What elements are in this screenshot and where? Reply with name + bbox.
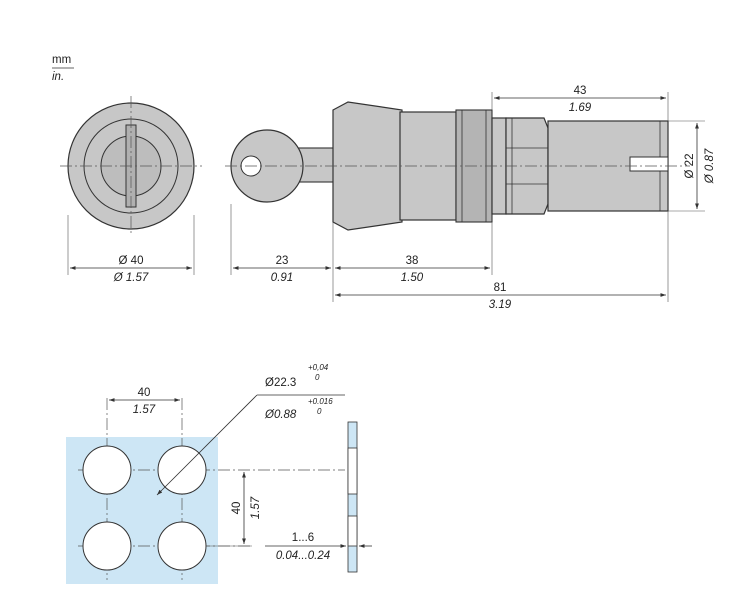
unit-in-label: in. xyxy=(52,71,64,83)
rear-notch xyxy=(629,156,669,172)
front-diameter-mm: Ø 40 xyxy=(119,255,144,267)
hole-diameter-in: Ø0.88 xyxy=(264,409,297,421)
hole-tol-mm-upper: +0,04 xyxy=(308,363,329,372)
key-length-mm: 23 xyxy=(276,255,289,267)
total-length-in: 3.19 xyxy=(489,299,512,311)
unit-mm-label: mm xyxy=(52,54,71,66)
panel-section-hole-2 xyxy=(347,515,358,547)
body-diameter-mm: Ø 22 xyxy=(684,154,696,179)
hole-diameter-mm: Ø22.3 xyxy=(265,377,296,389)
panel-thickness-in: 0.04...0.24 xyxy=(276,550,330,562)
total-length-mm: 81 xyxy=(494,282,507,294)
cutout-hole-top-left xyxy=(82,445,132,495)
panel-thickness-mm: 1...6 xyxy=(292,532,314,544)
front-diameter-in: Ø 1.57 xyxy=(113,272,149,284)
hole-tol-in-lower: 0 xyxy=(317,407,322,416)
head-length-in: 1.50 xyxy=(401,272,424,284)
cutout-h-spacing-mm: 40 xyxy=(138,387,151,399)
body-diameter-in: Ø 0.87 xyxy=(704,148,716,184)
units-legend: mm in. xyxy=(52,54,74,83)
cutout-v-spacing-mm: 40 xyxy=(231,502,243,515)
panel-cutout-view: 40 1.57 40 1.57 Ø22.3 +0,04 0 Ø0.88 +0.0… xyxy=(66,363,372,584)
panel-section xyxy=(347,421,358,573)
cutout-v-spacing-in: 1.57 xyxy=(250,496,262,519)
key xyxy=(230,129,341,203)
hole-tol-in-upper: +0.016 xyxy=(308,397,333,406)
cutout-h-spacing-in: 1.57 xyxy=(133,404,156,416)
front-view: Ø 40 Ø 1.57 xyxy=(60,96,202,284)
hole-tol-mm-lower: 0 xyxy=(315,373,320,382)
key-length-in: 0.91 xyxy=(271,272,293,284)
head-length-mm: 38 xyxy=(406,255,419,267)
cutout-hole-bottom-left xyxy=(82,521,132,571)
hole-diameter-leader xyxy=(156,394,258,496)
rear-length-mm: 43 xyxy=(574,85,587,97)
rear-length-in: 1.69 xyxy=(569,102,592,114)
side-view: 43 1.69 Ø 22 Ø 0.87 23 0.91 38 1.50 81 3… xyxy=(225,85,716,311)
panel-section-hole-1 xyxy=(347,447,358,495)
cutout-hole-bottom-right xyxy=(157,521,207,571)
